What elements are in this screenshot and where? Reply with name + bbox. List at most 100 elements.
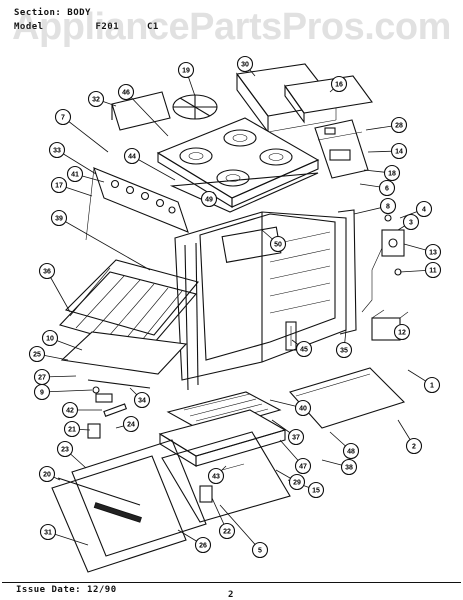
callout-31: 31 xyxy=(39,523,89,546)
callout-circle-21 xyxy=(63,420,81,438)
callout-circle-8 xyxy=(379,197,397,215)
callout-11: 11 xyxy=(399,261,442,279)
callout-circle-16 xyxy=(330,75,348,93)
callout-number-16: 16 xyxy=(335,82,343,89)
callout-17: 17 xyxy=(50,176,93,197)
callout-number-15: 15 xyxy=(312,488,320,495)
callout-number-43: 43 xyxy=(212,474,220,481)
callout-circle-17 xyxy=(50,176,68,194)
callout-number-37: 37 xyxy=(292,435,300,442)
callout-leader-44 xyxy=(131,155,176,181)
callout-circle-47 xyxy=(294,457,312,475)
callout-circle-40 xyxy=(294,399,312,417)
callout-number-31: 31 xyxy=(44,530,52,537)
callout-42: 42 xyxy=(61,401,102,419)
callout-circle-5 xyxy=(251,541,269,559)
callout-circle-7 xyxy=(54,108,72,126)
side-panel xyxy=(111,91,171,131)
callout-leader-7 xyxy=(62,116,109,153)
callout-number-2: 2 xyxy=(412,444,416,451)
callout-5: 5 xyxy=(219,504,269,559)
callout-circle-30 xyxy=(236,55,254,73)
callout-28: 28 xyxy=(365,116,408,134)
issue-date: Issue Date: 12/90 xyxy=(16,585,117,595)
callout-circle-50 xyxy=(269,235,287,253)
callout-36: 36 xyxy=(38,262,71,313)
callout-number-1: 1 xyxy=(430,383,434,390)
callout-number-34: 34 xyxy=(138,398,146,405)
callout-19: 19 xyxy=(177,61,196,97)
callout-circle-45 xyxy=(295,340,313,358)
callout-number-25: 25 xyxy=(33,352,41,359)
hinge-parts xyxy=(87,386,128,439)
callout-number-22: 22 xyxy=(223,529,231,536)
callout-4: 4 xyxy=(399,200,433,219)
callout-circle-28 xyxy=(390,116,408,134)
callout-number-6: 6 xyxy=(385,186,389,193)
callout-number-7: 7 xyxy=(61,115,65,122)
callout-number-39: 39 xyxy=(55,216,63,223)
callout-number-47: 47 xyxy=(299,464,307,471)
callout-circle-33 xyxy=(48,141,66,159)
callout-number-18: 18 xyxy=(388,171,396,178)
section-label: Section: xyxy=(14,8,62,18)
callout-number-40: 40 xyxy=(299,406,307,413)
callout-number-24: 24 xyxy=(127,422,135,429)
callout-circle-13 xyxy=(424,243,442,261)
callout-44: 44 xyxy=(123,147,176,181)
callout-47: 47 xyxy=(279,439,312,475)
callout-50: 50 xyxy=(261,229,287,253)
callout-number-27: 27 xyxy=(38,375,46,382)
callout-circle-10 xyxy=(41,329,59,347)
issue-date-value: 12/90 xyxy=(87,585,117,595)
callout-1: 1 xyxy=(407,369,441,394)
callout-33: 33 xyxy=(48,141,97,175)
callout-circle-22 xyxy=(218,522,236,540)
callout-number-36: 36 xyxy=(43,269,51,276)
callout-leader-39 xyxy=(58,217,151,271)
callout-26: 26 xyxy=(177,529,212,554)
model-header: Model F201 C1 xyxy=(14,22,159,32)
callout-number-11: 11 xyxy=(429,268,437,275)
callout-number-35: 35 xyxy=(340,348,348,355)
callout-48: 48 xyxy=(329,431,360,460)
callout-circle-39 xyxy=(50,209,68,227)
callout-38: 38 xyxy=(321,458,358,476)
callout-circle-12 xyxy=(393,323,411,341)
callout-39: 39 xyxy=(50,209,151,271)
section-header: Section: BODY xyxy=(14,8,91,18)
callout-circle-6 xyxy=(378,179,396,197)
callout-number-17: 17 xyxy=(55,183,63,190)
side-seal xyxy=(337,209,357,335)
page-number: 2 xyxy=(228,590,234,600)
callout-circle-25 xyxy=(28,345,46,363)
model-value-fragment-2: C1 xyxy=(146,22,159,32)
callout-10: 10 xyxy=(41,329,83,351)
bottom-panel xyxy=(289,367,406,429)
callout-circle-18 xyxy=(383,164,401,182)
callout-29: 29 xyxy=(275,469,306,491)
front-frame-piece xyxy=(285,321,297,351)
control-bracket xyxy=(314,119,369,179)
callout-circle-1 xyxy=(423,376,441,394)
callout-number-4: 4 xyxy=(422,207,426,214)
callout-circle-11 xyxy=(424,261,442,279)
callout-22: 22 xyxy=(211,497,236,540)
callout-number-21: 21 xyxy=(68,427,76,434)
callout-8: 8 xyxy=(353,197,397,215)
callout-16: 16 xyxy=(329,75,348,93)
callout-40: 40 xyxy=(269,399,312,417)
callout-leader-9 xyxy=(41,389,93,393)
callout-leader-46 xyxy=(125,91,169,137)
callout-circle-14 xyxy=(390,142,408,160)
callout-circle-41 xyxy=(66,165,84,183)
callout-number-13: 13 xyxy=(429,250,437,257)
callout-number-45: 45 xyxy=(300,347,308,354)
callout-number-3: 3 xyxy=(409,220,413,227)
callout-number-49: 49 xyxy=(205,197,213,204)
callout-number-46: 46 xyxy=(122,90,130,97)
callout-27: 27 xyxy=(33,368,77,386)
drawer-front xyxy=(51,439,207,573)
